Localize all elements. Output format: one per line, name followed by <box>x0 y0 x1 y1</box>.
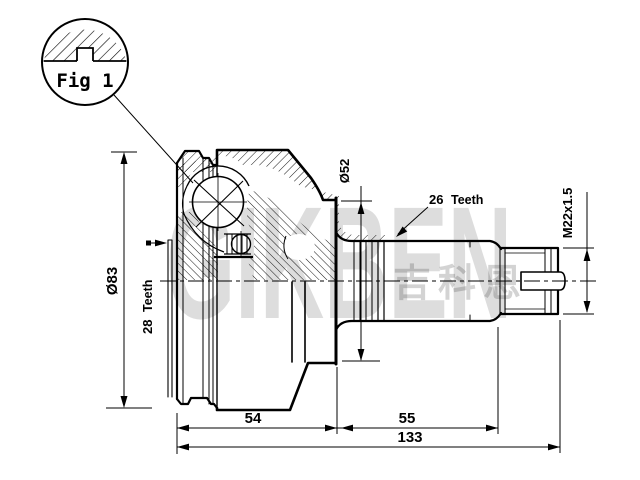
dimension-lines <box>177 427 560 448</box>
label-outer-diameter: Ø83 <box>104 267 121 295</box>
race-lower-arc <box>183 213 225 253</box>
hub-wedge-hatch <box>178 212 218 280</box>
race-groove-arc <box>186 165 250 187</box>
label-shaft-spline: 26 Teeth <box>429 192 483 207</box>
label-shaft-length: 55 <box>399 410 416 427</box>
arrow-54-right <box>325 424 337 432</box>
hub-band-lines <box>167 239 173 398</box>
cavity-white <box>283 234 315 260</box>
ring-top-profile <box>175 149 219 167</box>
arrow-down <box>583 301 591 313</box>
bell-wall-hatch <box>178 150 387 242</box>
bell-bottom-feature-lines <box>291 281 306 363</box>
arrow-up <box>357 202 365 214</box>
cavity-edge-arc <box>283 235 289 260</box>
bell-top-profile <box>215 148 338 202</box>
arrow-55-left <box>341 424 353 432</box>
ring-groove-lines <box>182 157 214 405</box>
fig1-hatched-segment <box>43 29 127 61</box>
label-shaft-spline-count: 26 <box>429 192 443 207</box>
arrow-down <box>120 396 128 408</box>
dim-boot-seat-diameter <box>341 186 380 362</box>
label-shaft-spline-unit: Teeth <box>451 193 483 207</box>
arrow-133-left <box>177 443 189 451</box>
dimension-annotations <box>106 151 594 454</box>
arrow-55-right <box>486 424 498 432</box>
extension-lines <box>176 320 561 454</box>
label-thread: M22x1.5 <box>560 188 575 239</box>
arrow-right <box>155 239 167 247</box>
dim-inner-spline <box>146 239 167 247</box>
arrow-down <box>357 349 365 361</box>
inner-race-hatch <box>247 190 335 280</box>
arrow-up <box>120 152 128 164</box>
shaft-bottom-profile <box>334 311 503 332</box>
label-total-length: 133 <box>397 429 422 446</box>
cage-section-lines <box>193 179 245 228</box>
watermark-chinese: 吉科恩 <box>393 263 528 305</box>
dimension-labels: Ø83 28 Teeth Ø52 26 Teeth M22x1.5 54 55 … <box>104 159 575 446</box>
race-left-arc <box>181 185 188 215</box>
label-inner-spline-unit: Teeth <box>141 280 155 312</box>
arrow-up <box>583 249 591 261</box>
dim-thread <box>563 192 594 315</box>
label-inner-spline-count: 28 <box>140 320 155 334</box>
fig1-circle <box>41 18 129 106</box>
fig1-detail <box>41 18 194 184</box>
dim-shaft-spline <box>396 206 429 237</box>
leader-dot <box>146 240 151 246</box>
dim-lengths <box>176 320 561 454</box>
ring-top-hatch <box>177 151 217 172</box>
fig1-label: Fig 1 <box>56 70 113 92</box>
label-joint-length: 54 <box>245 410 262 427</box>
dim-outer-diameter <box>106 151 152 409</box>
arrow-down-left <box>396 226 408 237</box>
fig1-spline-tooth-profile <box>76 47 94 61</box>
arrow-54-left <box>177 424 189 432</box>
arrow-133-right <box>548 443 560 451</box>
thread-minor-lines <box>504 252 546 310</box>
section-hatching <box>177 150 387 280</box>
shaft-top-profile <box>334 230 503 251</box>
spline-bore-teeth-lines <box>226 234 248 254</box>
joint-internals <box>181 165 289 260</box>
label-boot-seat-diameter: Ø52 <box>337 159 352 184</box>
label-inner-spline: 28 Teeth <box>140 280 155 334</box>
